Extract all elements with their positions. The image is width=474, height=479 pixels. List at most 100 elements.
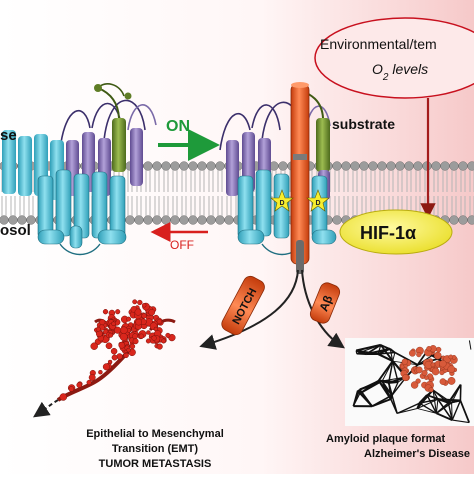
amyloid-deposit [448, 377, 455, 384]
off-label: OFF [170, 238, 194, 252]
lipid-head [378, 162, 387, 171]
lipid-head [126, 216, 135, 225]
lipid-head [171, 216, 180, 225]
lipid-head [279, 162, 288, 171]
aspartate-label-right: D [315, 200, 320, 207]
lipid-head [162, 216, 171, 225]
lipid-head [450, 162, 459, 171]
lipid-head [135, 216, 144, 225]
tumor-cell [146, 339, 150, 343]
amyloid-deposit [449, 355, 453, 359]
lipid-head [198, 216, 207, 225]
environmental-label: Environmental/tem [320, 36, 437, 52]
amyloid-deposit [448, 366, 455, 373]
lipid-head [387, 162, 396, 171]
amyloid-deposit [431, 363, 435, 367]
tumor-cell [111, 348, 117, 354]
tumor-cell [142, 314, 147, 319]
lipid-head [342, 162, 351, 171]
lipid-head [360, 162, 369, 171]
migrating-cell [112, 355, 117, 360]
amyloid-deposit [402, 359, 408, 365]
tumor-cell [132, 334, 137, 339]
lipid-head [216, 162, 225, 171]
lipid-head [189, 162, 198, 171]
tumor-cell [146, 331, 150, 335]
migrating-cell [127, 348, 131, 352]
amyloid-deposit [434, 352, 441, 359]
tumor-cell [106, 343, 112, 349]
amyloid-deposit [416, 367, 422, 373]
lipid-head [144, 162, 153, 171]
tumor-cell [96, 327, 100, 331]
neurite [452, 403, 453, 420]
emt-caption-line3: TUMOR METASTASIS [99, 458, 212, 470]
lipid-head [468, 162, 474, 171]
lipid-head [207, 162, 216, 171]
tumor-cell [137, 300, 142, 305]
lipid-head [441, 162, 450, 171]
amyloid-deposit [429, 387, 434, 392]
migrating-cell [117, 354, 123, 360]
hif-1a-label: HIF-1α [360, 223, 416, 243]
amyloid-deposit [436, 347, 441, 352]
lipid-head [144, 216, 153, 225]
amyloid-deposit [424, 376, 428, 380]
amyloid-deposit [432, 368, 439, 375]
tumor-cell [120, 327, 127, 334]
lipid-head [216, 216, 225, 225]
amyloid-deposit [416, 352, 421, 357]
tumor-cell [112, 322, 116, 326]
lipid-head [351, 162, 360, 171]
tumor-cell [133, 300, 137, 304]
tumor-cell [166, 333, 171, 338]
tumor-cell [109, 333, 113, 337]
tumor-cell [91, 343, 98, 350]
cytosol-label: osol [0, 222, 31, 239]
tumor-cell [133, 339, 138, 344]
aspartate-label-left: D [279, 200, 284, 207]
tumor-cell [142, 303, 146, 307]
emt-caption-line1: Epithelial to Mesenchymal [86, 428, 224, 440]
amyloid-plaque-image [345, 338, 474, 426]
lipid-head [405, 162, 414, 171]
lipid-head [333, 216, 342, 225]
lipid-head [180, 162, 189, 171]
lipid-head [396, 162, 405, 171]
lipid-head [162, 162, 171, 171]
lipid-head [171, 162, 180, 171]
tumor-cell [120, 333, 127, 340]
migrating-cell [103, 364, 110, 371]
tumor-cell [126, 317, 130, 321]
lipid-head [153, 162, 162, 171]
lipid-head [333, 162, 342, 171]
on-label: ON [166, 118, 190, 135]
amyloid-deposit [439, 360, 446, 367]
neurite [438, 399, 461, 400]
tumor-cell [136, 319, 142, 325]
tumor-cell [157, 319, 162, 324]
tumor-cell [157, 344, 163, 350]
amyloid-deposit [402, 375, 408, 381]
tumor-cell [103, 309, 108, 314]
lipid-head [189, 216, 198, 225]
migrating-cell [89, 374, 95, 380]
amyloid-deposit [422, 370, 428, 376]
tumor-cell [96, 331, 102, 337]
lipid-head [414, 162, 423, 171]
lipid-head [225, 216, 234, 225]
tumor-cell [152, 336, 157, 341]
migrating-cell [87, 380, 92, 385]
lipid-head [153, 216, 162, 225]
migrating-cell [69, 387, 74, 392]
amyloid-deposit [440, 379, 446, 385]
lipid-head [468, 216, 474, 225]
gamma-secretase-label: se [0, 127, 17, 144]
lipid-head [459, 162, 468, 171]
tumor-cell [100, 319, 106, 325]
migrating-cell [77, 382, 82, 387]
tumor-cell [135, 309, 142, 316]
amyloid-deposit [411, 382, 418, 389]
